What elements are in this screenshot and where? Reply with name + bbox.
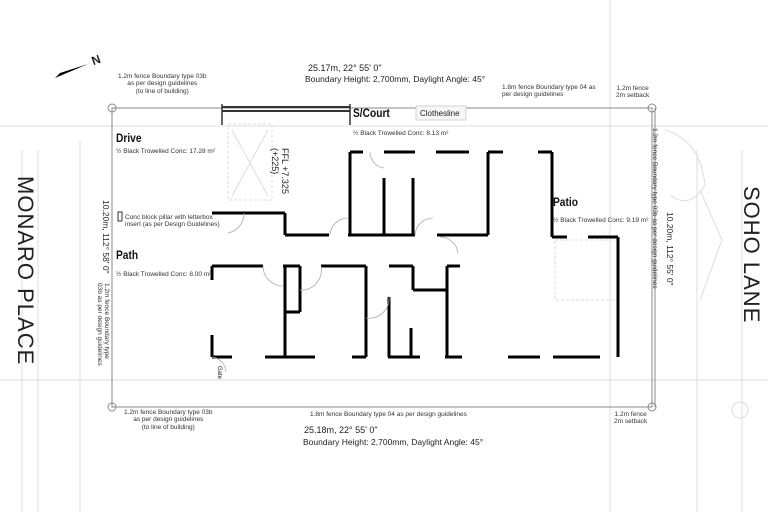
top-boundary-dimension: 25.17m, 22° 55' 0" [308, 63, 382, 73]
fence-note-bottom-right: 1.2m fence 2m setback [614, 411, 648, 426]
clothesline-label: Clothesline [420, 109, 460, 118]
left-boundary-dimension: 10.20m, 112° 58' 0" [101, 200, 111, 274]
drive-title: Drive [116, 131, 142, 145]
fence-note-top-right: 1.2m fence 2m setback [616, 85, 650, 100]
top-boundary-height: Boundary Height: 2,700mm, Daylight Angle… [305, 74, 486, 84]
bottom-boundary-dimension: 25.18m, 22° 55' 0" [304, 425, 378, 435]
pillar-icon [117, 211, 123, 222]
pillar-note: Conc block pillar with letterbox insert … [125, 214, 220, 229]
path-title: Path [116, 248, 139, 262]
drive-note: ½ Black Trowelled Conc: 17.28 m² [116, 148, 215, 155]
house-walls [210, 150, 620, 359]
path-note: ½ Black Trowelled Conc: 8.00 m² [116, 271, 212, 278]
fence-note-left: 1.2m fence Boundary type 03b as per desi… [95, 283, 110, 366]
bottom-boundary-height: Boundary Height: 2,700mm, Daylight Angle… [303, 437, 484, 447]
door-swings [211, 151, 459, 373]
north-arrow-icon [55, 64, 88, 78]
street-monaro-place: MONARO PLACE [13, 176, 38, 366]
ffl-label: FFL +7.325 (+225) [269, 148, 290, 194]
street-soho-lane: SOHO LANE [739, 186, 764, 324]
fence-note-top-mid: 1.8m fence Boundary type 04 as per desig… [502, 84, 596, 99]
gate-label: Gate [216, 366, 222, 380]
scourt-title: S/Court [353, 106, 390, 120]
scourt-note: ½ Black Trowelled Conc: 8.13 m² [353, 130, 449, 137]
right-boundary-dimension: 10.20m, 112° 55' 0" [665, 212, 675, 286]
property-boundary [107, 103, 657, 412]
fence-note-bottom-mid: 1.8m fence Boundary type 04 as per desig… [310, 411, 467, 418]
clothesline-box [415, 105, 467, 121]
fence-note-top-left: 1.2m fence Boundary type 03b as per desi… [118, 73, 207, 95]
fence-note-right: 1.2m fence Boundary type 03b as per desi… [651, 128, 658, 289]
patio-note: ½ Black Trowelled Conc: 9.19 m² [553, 217, 649, 224]
patio-title: Patio [553, 195, 578, 209]
garage-fence [221, 104, 351, 125]
fence-note-bottom-left: 1.2m fence Boundary type 03b as per desi… [124, 409, 213, 431]
